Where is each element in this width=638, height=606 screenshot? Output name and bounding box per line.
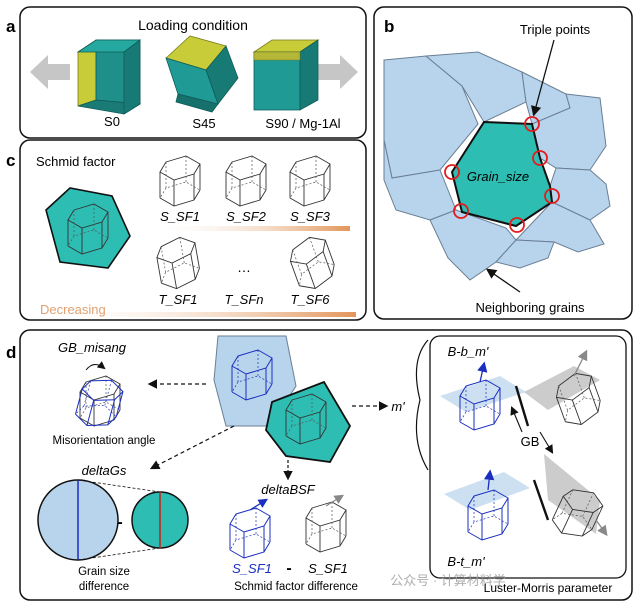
triple-point-marker-icon <box>444 164 460 180</box>
grain-size-diff-label-1: Grain size <box>78 566 130 578</box>
grain-with-crystal <box>45 187 131 269</box>
s-sf1-black-label: S_SF1 <box>308 561 348 576</box>
grain-size-diff-label-2: difference <box>79 581 129 593</box>
triple-point-marker-icon <box>544 188 560 204</box>
triple-points-label: Triple points <box>520 22 591 37</box>
t-sf1-label: T_SF1 <box>158 292 197 307</box>
triple-point-marker-icon <box>453 203 469 219</box>
panel-c-letter: c <box>6 151 15 170</box>
crystal-s45 <box>165 35 239 113</box>
luster-morris-label: Luster-Morris parameter <box>484 581 613 595</box>
crystal-label-s0: S0 <box>104 114 120 129</box>
panel-d-letter: d <box>6 343 16 362</box>
t-sf6-label: T_SF6 <box>290 292 330 307</box>
triple-point-marker-icon <box>524 116 540 132</box>
bbm-label: B-b_m' <box>448 344 489 359</box>
schmid-diff-label: Schmid factor difference <box>234 581 358 593</box>
crystal-s90 <box>252 39 320 111</box>
triple-point-markers <box>444 116 560 233</box>
btm-label: B-t_m' <box>447 554 485 569</box>
s-sf1-blue-label: S_SF1 <box>232 561 272 576</box>
central-grain <box>450 120 554 228</box>
decreasing-gradient-bottom <box>40 312 356 317</box>
grain-size-circles <box>37 479 189 561</box>
schmid-factor-label: Schmid factor <box>36 154 116 169</box>
gb-misang-label: GB_misang <box>58 340 127 355</box>
deltabsf-label: deltaBSF <box>261 482 316 497</box>
panel-b: b Triple points Grain_size Neighbori <box>373 6 633 320</box>
deltags-label: deltaGs <box>82 463 127 478</box>
grain-size-label: Grain_size <box>467 169 529 184</box>
misorientation-label: Misorientation angle <box>53 435 156 447</box>
panel-c: c Schmid factor S_SF1 S_SF2 S_SF3 … T_SF… <box>6 139 367 321</box>
minus-sign-bsf: - <box>286 560 291 577</box>
loading-condition-title: Loading condition <box>138 17 248 33</box>
s-sf3-label: S_SF3 <box>290 209 331 224</box>
t-sfn-label: T_SFn <box>224 292 263 307</box>
triple-point-marker-icon <box>509 217 525 233</box>
luster-morris-subpanel: B-b_m' GB B-t_m' <box>429 335 627 579</box>
neighboring-grains <box>383 51 611 281</box>
panel-d: d GB_misang Misorientation angle deltaGs <box>6 329 633 601</box>
gb-label: GB <box>521 434 540 449</box>
left-arrow-icon <box>30 55 70 89</box>
s-sf1-label: S_SF1 <box>160 209 200 224</box>
panel-a-letter: a <box>6 17 16 36</box>
minus-sign-gs: - <box>117 514 122 531</box>
right-arrow-icon <box>318 55 358 89</box>
neighboring-grains-label: Neighboring grains <box>475 300 585 315</box>
decreasing-label: Decreasing <box>40 302 106 317</box>
panel-b-letter: b <box>384 17 394 36</box>
decreasing-gradient-top <box>150 226 350 231</box>
watermark: 公众号 · 计算材料学 <box>390 573 506 588</box>
s-sf2-label: S_SF2 <box>226 209 267 224</box>
crystal-label-s90: S90 / Mg-1Al <box>265 116 340 131</box>
m-prime-label: m' <box>391 399 405 414</box>
triple-point-marker-icon <box>532 150 548 166</box>
crystal-label-s45: S45 <box>192 116 215 131</box>
panel-a: a Loading condition S0 S45 S90 / <box>6 6 367 139</box>
bicrystal <box>213 335 352 463</box>
crystal-s0 <box>76 39 142 115</box>
ellipsis: … <box>237 259 251 275</box>
